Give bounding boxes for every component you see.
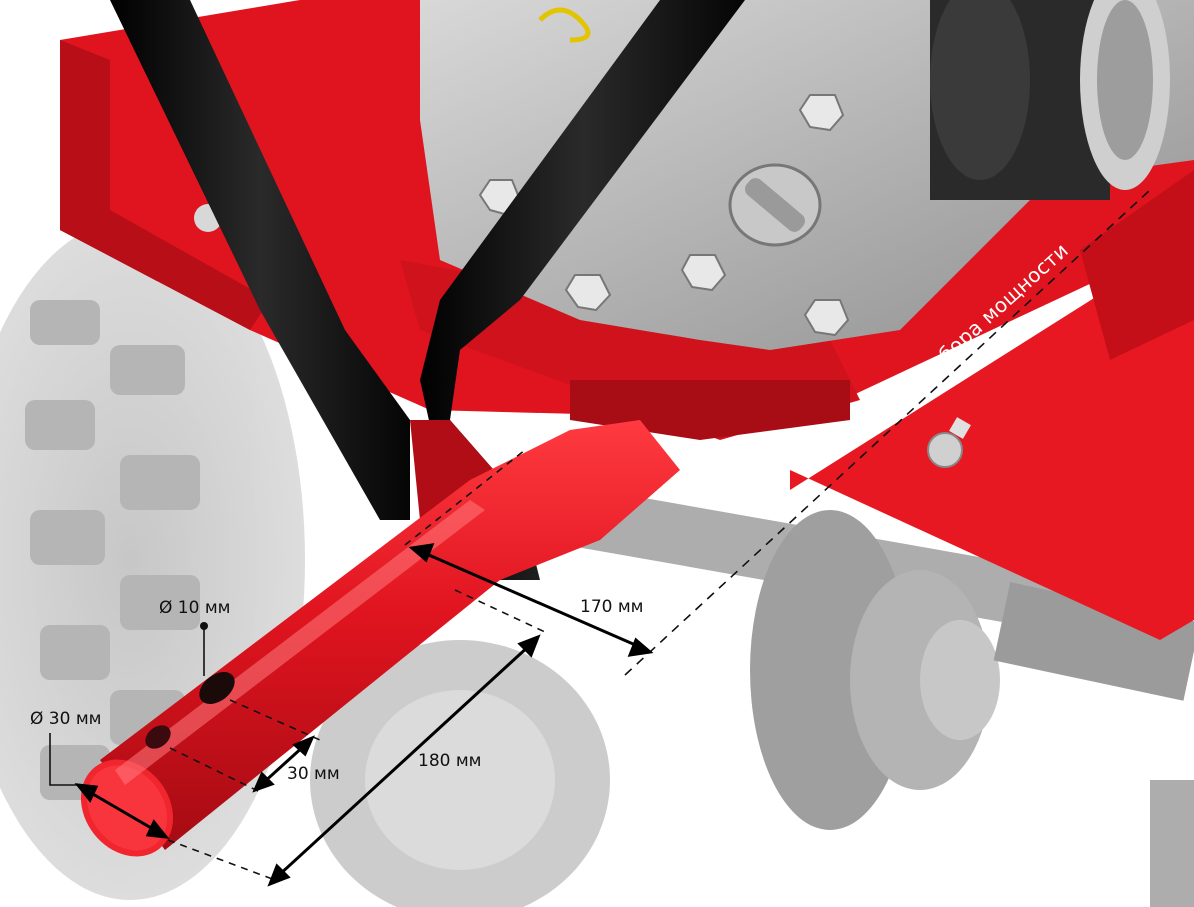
axis-offset-label: 170 мм bbox=[580, 597, 644, 617]
shaft-hole-small bbox=[145, 725, 171, 749]
wheel-left bbox=[0, 220, 305, 900]
hole-marker-dot bbox=[200, 622, 208, 630]
shaft-diameter-label: Ø 30 мм bbox=[30, 709, 102, 729]
shaft-length-label: 180 мм bbox=[418, 751, 482, 771]
wheel-center bbox=[310, 640, 610, 907]
hole-spacing-label: 30 мм bbox=[287, 764, 340, 784]
hole-diameter-label: Ø 10 мм bbox=[159, 598, 231, 618]
wheel-hub-right bbox=[559, 484, 1194, 907]
dimension-lines bbox=[49, 189, 1151, 881]
pto-shaft bbox=[80, 420, 680, 857]
dimension-arrows bbox=[74, 543, 654, 887]
shaft-hole-large bbox=[199, 671, 235, 705]
